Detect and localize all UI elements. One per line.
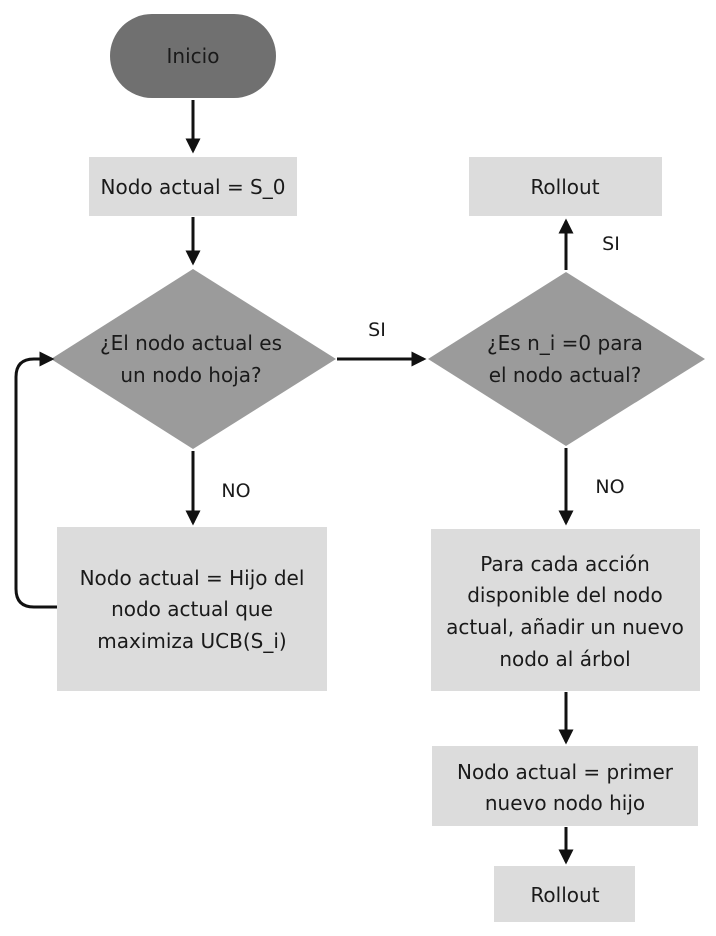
set-root-node: Nodo actual = S_0 (89, 157, 297, 216)
select-child-line-3: maximiza UCB(S_i) (97, 629, 286, 653)
rollout-bottom-label: Rollout (530, 883, 599, 907)
edge-label-ni-yes: SI (602, 233, 620, 255)
ni-zero-decision: ¿Es n_i =0 para el nodo actual? (428, 272, 705, 446)
ni-zero-line-1: ¿Es n_i =0 para (487, 331, 643, 355)
start-label: Inicio (167, 44, 220, 68)
first-child-line-2: nuevo nodo hijo (485, 791, 645, 815)
rollout-top-node: Rollout (469, 157, 662, 216)
first-child-node: Nodo actual = primer nuevo nodo hijo (432, 746, 698, 826)
expand-line-1: Para cada acción (480, 552, 650, 576)
is-leaf-decision: ¿El nodo actual es un nodo hoja? (51, 269, 336, 449)
expand-line-4: nodo al árbol (499, 647, 630, 671)
select-child-node: Nodo actual = Hijo del nodo actual que m… (57, 527, 327, 691)
is-leaf-line-1: ¿El nodo actual es (100, 331, 282, 355)
ni-zero-line-2: el nodo actual? (489, 363, 642, 387)
expand-line-2: disponible del nodo (467, 583, 663, 607)
select-child-line-1: Nodo actual = Hijo del (80, 566, 305, 590)
edge-label-ni-no: NO (595, 476, 624, 498)
rollout-bottom-node: Rollout (494, 866, 635, 922)
start-node: Inicio (110, 14, 276, 98)
rollout-top-label: Rollout (530, 175, 599, 199)
set-root-label: Nodo actual = S_0 (101, 175, 286, 199)
arrow-loop-back (14, 351, 57, 609)
first-child-line-1: Nodo actual = primer (457, 760, 674, 784)
edge-label-leaf-yes: SI (368, 319, 386, 341)
expand-node: Para cada acción disponible del nodo act… (431, 529, 700, 691)
edge-label-leaf-no: NO (221, 480, 250, 502)
is-leaf-line-2: un nodo hoja? (120, 363, 261, 387)
expand-line-3: actual, añadir un nuevo (446, 615, 684, 639)
select-child-line-2: nodo actual que (111, 597, 273, 621)
